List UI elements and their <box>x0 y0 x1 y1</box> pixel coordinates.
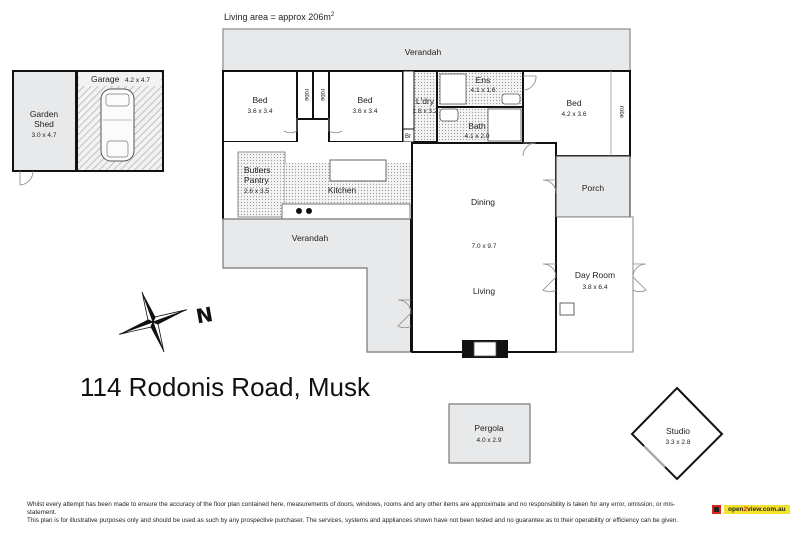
car-icon <box>100 88 135 162</box>
garden-shed: Garden Shed 3.0 x 4.7 <box>12 70 77 186</box>
butlers-pantry-label-1: Butlers <box>244 165 270 175</box>
ensuite-label: Ens <box>476 75 491 85</box>
house-walls <box>222 70 647 358</box>
open2view-logo[interactable]: open2view.com.au <box>712 505 790 514</box>
verandah-top-label: Verandah <box>405 47 442 57</box>
pergola: Pergola 4.0 x 2.9 <box>448 403 531 464</box>
studio-dims: 3.3 x 2.8 <box>666 439 691 446</box>
brand-text: open2view.com.au <box>724 505 790 514</box>
camera-icon <box>712 505 721 514</box>
pergola-dims: 4.0 x 2.9 <box>477 437 502 444</box>
bath-dims: 4.1 x 2.0 <box>465 133 490 140</box>
garage-label: Garage <box>91 74 120 84</box>
ensuite-dims: 4.1 x 1.6 <box>471 87 496 94</box>
verandah-side-label: Verandah <box>292 233 329 243</box>
living-area-caption: Living area = approx 206m2 <box>224 12 334 22</box>
garage-dims: 4.2 x 4.7 <box>125 77 150 84</box>
butlers-pantry-label-2: Pantry <box>244 175 269 185</box>
dining-living-dims: 7.0 x 9.7 <box>472 243 497 250</box>
garden-shed-label-2: Shed <box>34 119 54 129</box>
disclaimer-line-1: Whilst every attempt has been made to en… <box>27 501 676 516</box>
brand-prefix: open <box>728 506 744 513</box>
robe2-label: robe <box>319 89 325 102</box>
kitchen-island <box>329 159 387 182</box>
bed3-label: Bed <box>566 98 581 108</box>
wood-heater-icon <box>559 302 575 316</box>
cooktop-icon <box>296 208 302 214</box>
laundry-dims: 1.6 x 3.2 <box>413 108 438 115</box>
day-room-label: Day Room <box>575 270 615 280</box>
compass-icon <box>119 291 187 353</box>
studio: Studio 3.3 x 2.8 <box>630 386 724 481</box>
robe1-label: robe <box>303 89 309 102</box>
living-label: Living <box>473 286 495 296</box>
verandah-top: Verandah <box>222 28 631 72</box>
door-swing-icon <box>19 170 34 186</box>
disclaimer: Whilst every attempt has been made to en… <box>27 501 687 525</box>
porch-label: Porch <box>582 183 604 193</box>
property-address: 114 Rodonis Road, Musk <box>80 372 371 402</box>
studio-label: Studio <box>666 426 690 436</box>
north-label: N <box>194 302 215 329</box>
bed1-dims: 3.6 x 3.4 <box>248 108 273 115</box>
laundry-label: L'dry <box>416 96 435 106</box>
living-area-superscript: 2 <box>330 12 335 18</box>
bed3-dims: 4.2 x 3.6 <box>562 111 587 118</box>
brand-two: 2 <box>743 506 748 513</box>
robe3-label: robe <box>618 106 624 119</box>
day-room-dims: 3.8 x 6.4 <box>583 284 608 291</box>
pergola-label: Pergola <box>474 423 504 433</box>
butlers-pantry-dims: 2.6 x 3.5 <box>244 188 269 195</box>
living-area-text: Living area = approx 206m <box>224 12 331 22</box>
bed2-label: Bed <box>357 95 372 105</box>
garage: Garage 4.2 x 4.7 <box>76 70 164 172</box>
broom-cupboard-label: Br <box>405 134 411 140</box>
kitchen-label: Kitchen <box>328 185 357 195</box>
dining-label: Dining <box>471 197 495 207</box>
brand-suffix: view.com.au <box>747 506 786 513</box>
disclaimer-line-2: This plan is for illustrative purposes o… <box>27 517 679 524</box>
bed2-dims: 3.6 x 3.4 <box>353 108 378 115</box>
bed1-label: Bed <box>252 95 267 105</box>
garden-shed-dims: 3.0 x 4.7 <box>32 132 57 139</box>
garden-shed-label-1: Garden <box>30 109 59 119</box>
bath-label: Bath <box>468 121 486 131</box>
door-swing-icon <box>283 118 298 134</box>
